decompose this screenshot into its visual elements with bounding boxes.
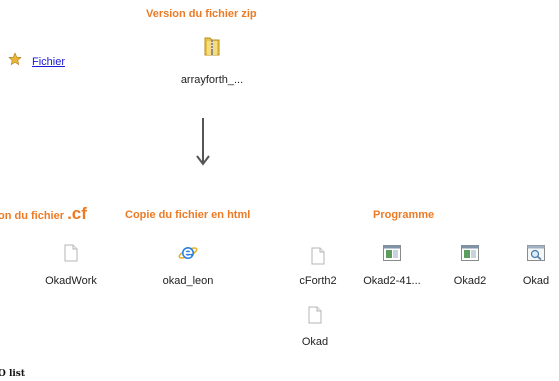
- zip-file-name: arrayforth_...: [180, 74, 244, 86]
- star-icon: [8, 52, 22, 71]
- okad2-41-file-item[interactable]: Okad2-41...: [352, 243, 432, 287]
- fichier-link-row: Fichier: [8, 52, 65, 71]
- fichier-link[interactable]: Fichier: [32, 55, 66, 68]
- zip-version-heading: Version du fichier zip: [146, 8, 257, 20]
- okad-doc-file-name: Okad: [301, 336, 329, 348]
- html-copy-heading: Copie du fichier en html: [125, 209, 251, 221]
- cf-heading-text: on du fichier: [0, 210, 64, 222]
- okad-exe-file-name: Okad: [522, 275, 550, 287]
- okad2-41-file-name: Okad2-41...: [363, 275, 421, 287]
- okadwork-file-item[interactable]: OkadWork: [31, 243, 111, 287]
- application-window-icon: [430, 243, 510, 263]
- cf-heading-extension: .cf: [67, 204, 87, 223]
- cf-version-heading: on du fichier .cf: [0, 204, 87, 224]
- okad-doc-file-item[interactable]: Okad: [275, 305, 355, 348]
- zip-folder-icon: [172, 34, 252, 58]
- cforth2-file-item[interactable]: cForth2: [278, 246, 358, 287]
- okad-exe-file-item[interactable]: Okad: [496, 243, 559, 287]
- application-window-icon: [352, 243, 432, 263]
- program-heading: Programme: [373, 209, 435, 221]
- blank-document-icon: [278, 246, 358, 266]
- blank-document-icon: [275, 305, 355, 325]
- down-arrow-icon: [196, 117, 210, 172]
- internet-explorer-icon: [148, 243, 228, 263]
- okad-leon-file-name: okad_leon: [162, 275, 214, 287]
- okad-leon-file-item[interactable]: okad_leon: [148, 243, 228, 287]
- footer-text: O list: [0, 369, 26, 379]
- blank-document-icon: [31, 243, 111, 263]
- zip-file-item[interactable]: arrayforth_...: [172, 34, 252, 86]
- okad2-file-item[interactable]: Okad2: [430, 243, 510, 287]
- cforth2-file-name: cForth2: [299, 275, 337, 287]
- okad2-file-name: Okad2: [453, 275, 487, 287]
- magnifier-app-icon: [496, 243, 559, 263]
- okadwork-file-name: OkadWork: [45, 275, 97, 287]
